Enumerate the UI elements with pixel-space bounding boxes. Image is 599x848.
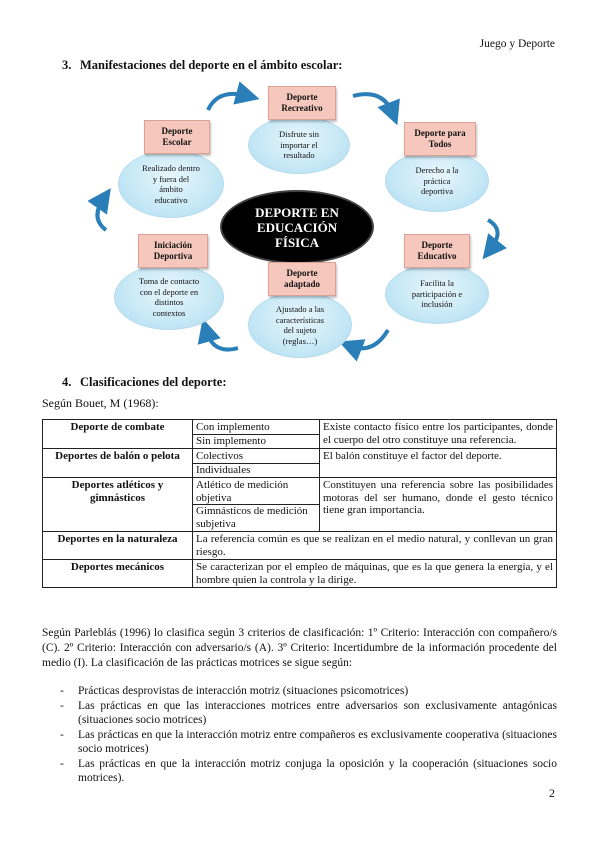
table-cell-description: Existe contacto físico entre los partici… (319, 419, 557, 449)
arrow-right (482, 218, 507, 260)
table-cell-category: Deportes de balón o pelota (42, 448, 193, 478)
list-item: Prácticas desprovistas de interacción mo… (42, 684, 557, 699)
classification-table: Deporte de combate Con implemento Sin im… (42, 419, 557, 588)
table-cell-subtypes: Atlético de medición objetiva Gimnástico… (192, 477, 320, 532)
table-row: Deportes mecánicos Se caracterizan por e… (42, 559, 557, 588)
table-cell-category: Deportes mecánicos (42, 559, 193, 588)
table-cell-subtypes: Colectivos Individuales (192, 448, 320, 478)
table-cell-category: Deportes atléticos y gimnásticos (42, 477, 193, 532)
table-cell-description: La referencia común es que se realizan e… (192, 531, 557, 560)
arrow-top-left (206, 81, 260, 111)
table-cell-subtypes: Con implemento Sin implemento (192, 419, 320, 449)
table-cell-category: Deportes en la naturaleza (42, 531, 193, 560)
table-row: Deportes de balón o pelota Colectivos In… (42, 448, 557, 478)
table-row: Deportes atléticos y gimnásticos Atlétic… (42, 477, 557, 532)
arrow-left (88, 188, 111, 232)
running-header: Juego y Deporte (479, 38, 555, 50)
list-item: Las prácticas en que la interacción motr… (42, 728, 557, 757)
arrow-bottom-left (197, 318, 239, 352)
practicas-list: Prácticas desprovistas de interacción mo… (42, 684, 557, 786)
table-cell-description: Se caracterizan por el empleo de máquina… (192, 559, 557, 588)
arrow-top-right (352, 92, 400, 126)
table-cell-category: Deporte de combate (42, 419, 193, 449)
section-3-title: 3.Manifestaciones del deporte en el ámbi… (62, 58, 343, 72)
parlebas-paragraph: Según Parleblás (1996) lo clasifica segú… (42, 627, 557, 669)
diagram-arrows (88, 81, 507, 362)
page-number: 2 (549, 786, 555, 800)
bouet-intro: Según Bouet, M (1968): (42, 396, 159, 410)
list-item: Las prácticas en que las interacciones m… (42, 699, 557, 728)
table-row: Deporte de combate Con implemento Sin im… (42, 419, 557, 449)
table-cell-description: Constituyen una referencia sobre las pos… (319, 477, 557, 532)
table-row: Deportes en la naturaleza La referencia … (42, 531, 557, 560)
arrow-bottom-right (338, 328, 390, 362)
list-item: Las prácticas en que la interacción motr… (42, 757, 557, 786)
table-cell-description: El balón constituye el factor del deport… (319, 448, 557, 478)
section-4-title: 4.Clasificaciones del deporte: (62, 375, 227, 389)
